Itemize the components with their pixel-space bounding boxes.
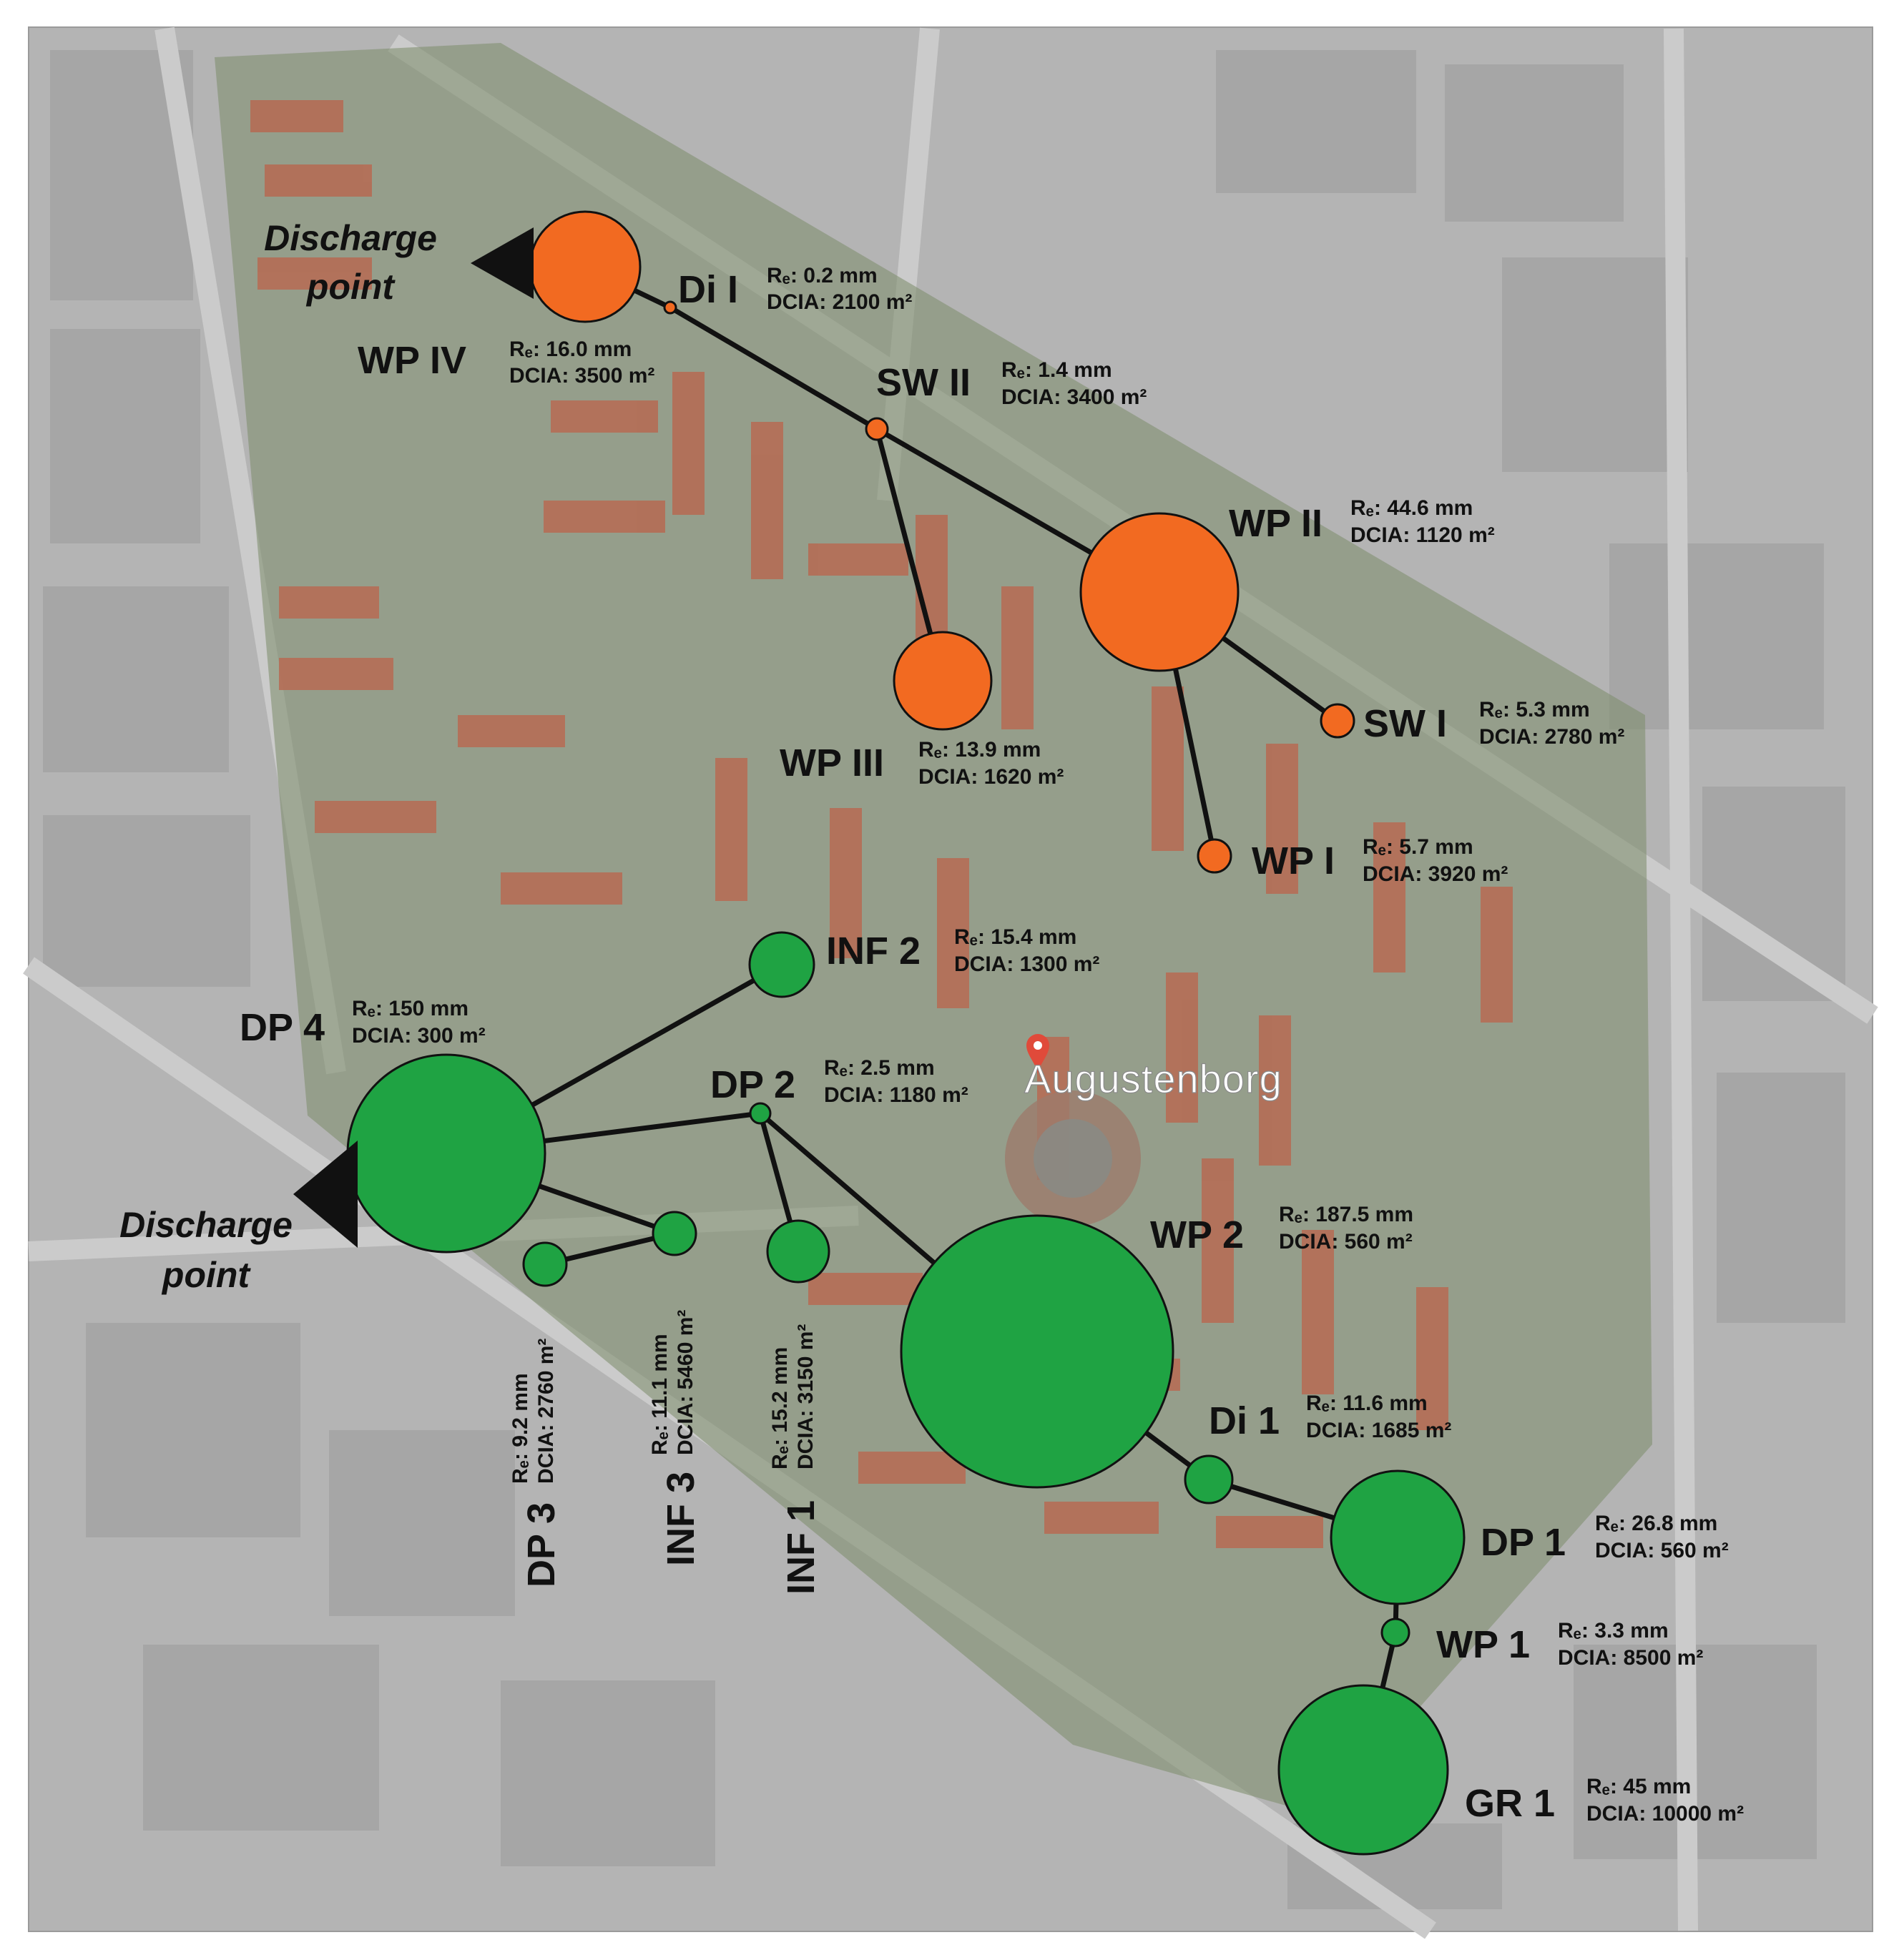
node-inf-3[interactable] [652,1211,697,1256]
node-wp-iv[interactable] [529,210,642,323]
place-label: Augustenborg [1024,1056,1282,1101]
node-re-dp-3: Rₑ: 9.2 mm [509,1373,532,1484]
node-re-wp-i: Rₑ: 5.7 mm [1363,835,1473,859]
node-dcia-dp-4: DCIA: 300 m² [352,1024,486,1048]
discharge-label-top-line2: point [305,267,396,307]
node-wp-i[interactable] [1197,838,1232,874]
node-dcia-wp-i: DCIA: 3920 m² [1363,862,1508,886]
node-sw-ii[interactable] [865,417,889,441]
node-gr-1[interactable] [1277,1684,1449,1856]
node-re-inf-1: Rₑ: 15.2 mm [768,1347,792,1469]
node-re-di-i: Rₑ: 0.2 mm [767,264,878,287]
node-name-gr-1: GR 1 [1465,1782,1555,1825]
node-re-wp-iv: Rₑ: 16.0 mm [509,338,632,361]
node-dcia-wp-1: DCIA: 8500 m² [1558,1646,1703,1670]
node-re-inf-2: Rₑ: 15.4 mm [954,925,1076,949]
node-name-dp-2: DP 2 [710,1063,795,1106]
discharge-label-bottom-line1: Discharge [119,1205,293,1245]
node-dcia-di-i: DCIA: 2100 m² [767,290,912,314]
node-dcia-wp-iv: DCIA: 3500 m² [509,364,654,388]
node-name-dp-4: DP 4 [240,1006,325,1049]
node-dcia-dp-2: DCIA: 1180 m² [824,1083,968,1107]
node-wp-1[interactable] [1380,1617,1410,1648]
node-re-gr-1: Rₑ: 45 mm [1586,1775,1691,1798]
node-name-wp-2: WP 2 [1150,1213,1244,1256]
location-pin-dot [1034,1041,1042,1050]
aerial-background [23,26,1878,1939]
node-dcia-wp-iii: DCIA: 1620 m² [918,765,1064,789]
node-wp-2[interactable] [900,1214,1174,1489]
node-dcia-gr-1: DCIA: 10000 m² [1586,1802,1744,1826]
node-name-sw-ii: SW II [876,361,971,404]
node-name-wp-iii: WP III [780,742,884,784]
node-name-inf-2: INF 2 [826,930,921,972]
node-name-di-1: Di 1 [1209,1399,1280,1442]
node-dp-3[interactable] [522,1241,568,1287]
node-dcia-dp-3: DCIA: 2760 m² [534,1339,558,1484]
node-name-dp-1: DP 1 [1481,1521,1566,1564]
node-dcia-wp-2: DCIA: 560 m² [1279,1230,1413,1254]
node-dcia-sw-ii: DCIA: 3400 m² [1001,385,1147,409]
node-name-inf-1: INF 1 [780,1500,823,1595]
node-name-inf-3: INF 3 [659,1472,702,1566]
node-inf-2[interactable] [748,931,815,998]
node-dp-2[interactable] [749,1102,772,1125]
discharge-arrow-top [471,227,534,299]
node-di-i[interactable] [663,300,677,315]
node-dcia-inf-1: DCIA: 3150 m² [794,1324,818,1469]
node-re-wp-2: Rₑ: 187.5 mm [1279,1203,1413,1226]
node-dcia-inf-2: DCIA: 1300 m² [954,952,1099,976]
node-name-di-i: Di I [678,268,738,311]
location-pin-icon [1026,1034,1049,1075]
node-re-dp-2: Rₑ: 2.5 mm [824,1056,935,1080]
discharge-label-bottom-line2: point [161,1255,252,1295]
node-dp-1[interactable] [1330,1469,1466,1605]
node-wp-ii[interactable] [1079,512,1240,672]
node-dcia-wp-ii: DCIA: 1120 m² [1350,523,1495,547]
place-marker: Augustenborg [1024,1034,1282,1102]
discharge-arrow-bottom [293,1141,358,1248]
node-re-dp-4: Rₑ: 150 mm [352,997,468,1020]
node-sw-i[interactable] [1320,703,1355,739]
node-inf-1[interactable] [766,1219,830,1284]
node-re-wp-1: Rₑ: 3.3 mm [1558,1619,1669,1643]
node-name-wp-iv: WP IV [358,339,466,382]
node-re-wp-ii: Rₑ: 44.6 mm [1350,496,1473,520]
link-di-i-to-sw-ii [667,305,880,432]
node-name-wp-i: WP I [1252,839,1335,882]
network-nodes [346,210,1466,1856]
node-wp-iii[interactable] [893,631,993,731]
node-dcia-di-1: DCIA: 1685 m² [1306,1419,1451,1442]
node-re-inf-3: Rₑ: 11.1 mm [648,1334,672,1455]
node-re-sw-ii: Rₑ: 1.4 mm [1001,358,1112,382]
node-re-dp-1: Rₑ: 26.8 mm [1595,1512,1717,1535]
node-re-sw-i: Rₑ: 5.3 mm [1479,698,1590,722]
node-name-wp-1: WP 1 [1436,1623,1530,1666]
node-name-wp-ii: WP II [1229,502,1323,545]
node-re-di-1: Rₑ: 11.6 mm [1306,1392,1428,1415]
node-dcia-sw-i: DCIA: 2780 m² [1479,725,1624,749]
discharge-label-top-line1: Discharge [264,218,437,258]
node-name-sw-i: SW I [1363,702,1447,745]
node-name-dp-3: DP 3 [520,1502,563,1587]
node-dcia-inf-3: DCIA: 5460 m² [674,1310,697,1455]
node-dcia-dp-1: DCIA: 560 m² [1595,1539,1729,1562]
node-di-1[interactable] [1184,1454,1234,1505]
node-re-wp-iii: Rₑ: 13.9 mm [918,738,1041,762]
node-dp-4[interactable] [346,1053,546,1254]
